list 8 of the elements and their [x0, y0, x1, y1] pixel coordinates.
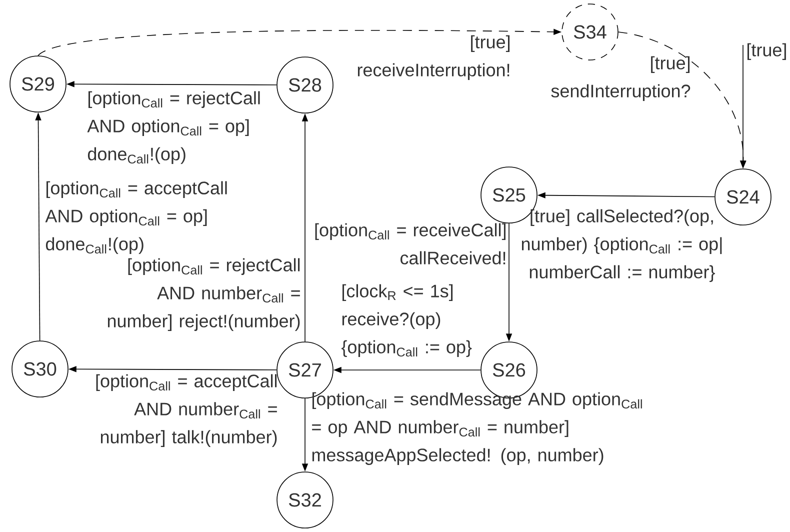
edge-label: [option$_{Call}$ = rejectCall AND number$_{Call}$ = number] reject!(number)	[108, 258, 300, 331]
edge-label: [true]	[747, 43, 786, 60]
edge-label: [option$_{Call}$ = receiveCall] callReceived!	[315, 223, 506, 264]
edge-label: [true] receiveInterruption!	[358, 35, 510, 80]
edge-label: [option$_{Call}$ = acceptCall AND option$_{Call}$ = op] done$_{Call}$!(op)	[45, 181, 227, 254]
edge-label: [option$_{Call}$ = rejectCall AND option$_{Call}$ = op] done$_{Call}$!(op)	[87, 91, 260, 164]
edge-label: [option$_{Call}$ = acceptCall AND number$_{Call}$ = number] talk!(number)	[96, 374, 277, 447]
edge-label: [clock$_{R}$ <= 1s] receive?(op) {option$_{Call}$ := op}	[342, 284, 472, 357]
